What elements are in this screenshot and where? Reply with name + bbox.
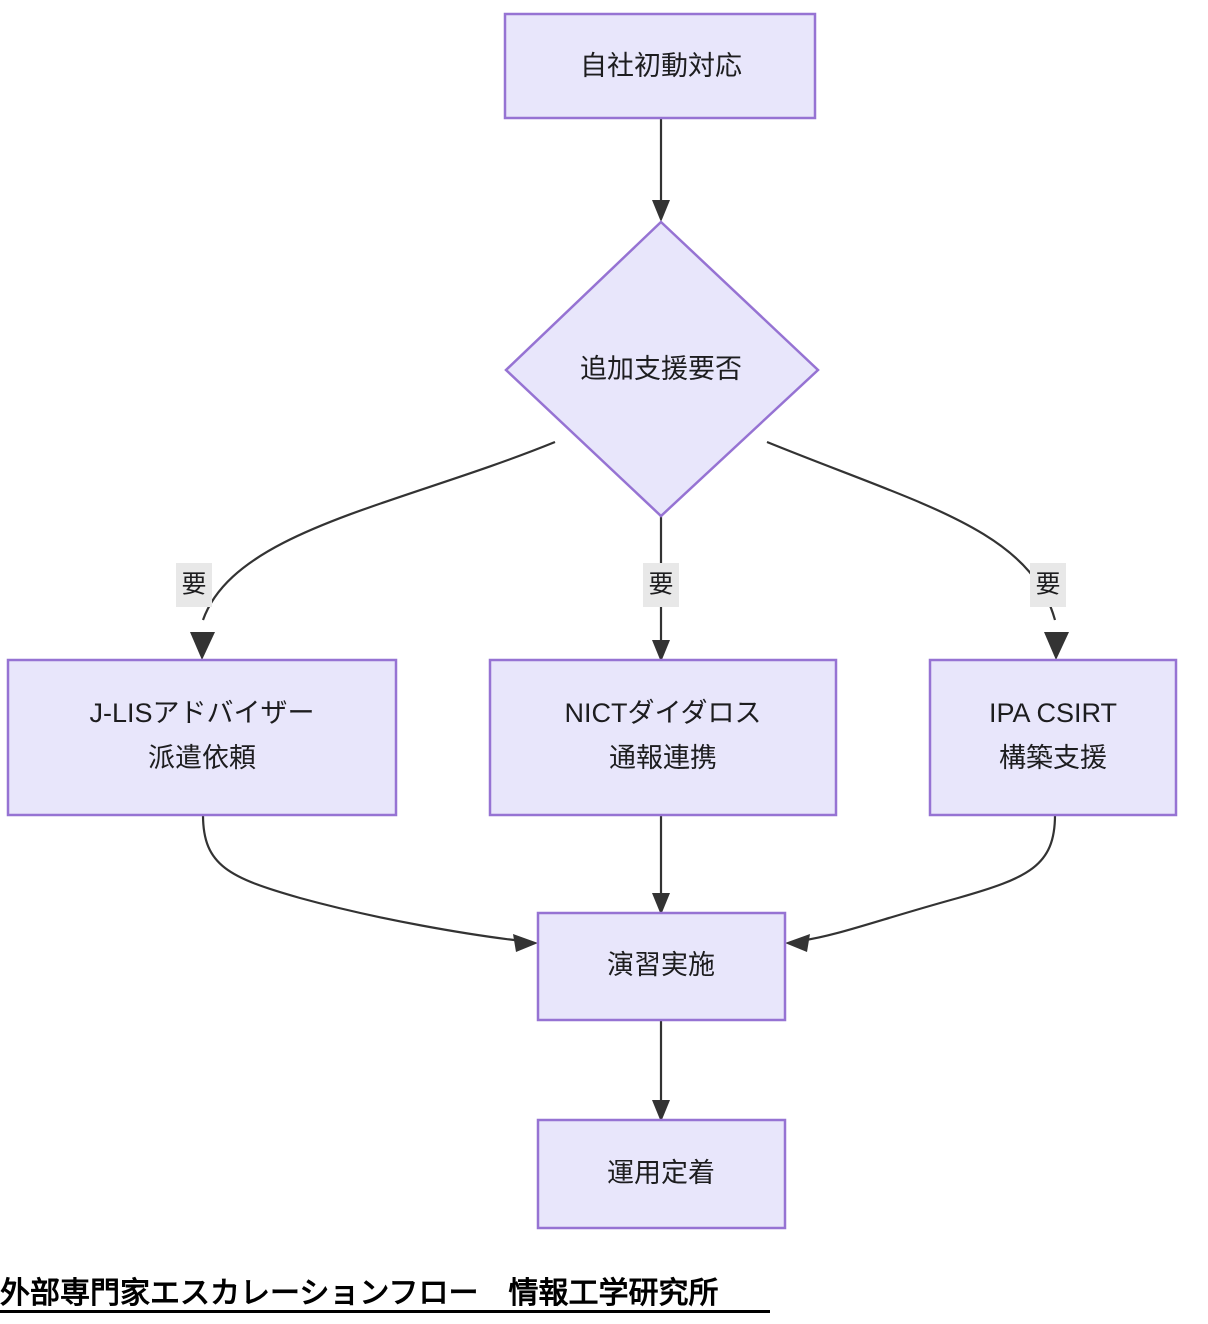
- arrow-head-icon: [190, 632, 215, 660]
- node-label: 追加支援要否: [580, 354, 742, 384]
- node-ipa[interactable]: IPA CSIRT 構築支援: [928, 658, 1178, 817]
- node-operate[interactable]: 運用定着: [536, 1118, 787, 1230]
- node-label-line2: 派遣依頼: [148, 743, 256, 773]
- node-shape-rect: [503, 12, 817, 120]
- edge-label-background: [176, 563, 212, 607]
- edge-label-decision-ipa: 要: [1030, 563, 1066, 607]
- edge-line: [201, 814, 523, 943]
- node-jlis[interactable]: J-LISアドバイザー 派遣依頼: [6, 658, 398, 817]
- arrow-head-icon: [652, 893, 670, 915]
- node-decision[interactable]: 追加支援要否: [504, 220, 820, 518]
- diagram-caption: 外部専門家エスカレーションフロー 情報工学研究所: [0, 1277, 719, 1310]
- edge-label-decision-nict: 要: [643, 563, 679, 607]
- node-label: 自社初動対応: [580, 51, 742, 81]
- edge-label-background: [1030, 563, 1066, 607]
- edge-drill-to-operate: [652, 1020, 670, 1122]
- node-label-line2: 通報連携: [609, 743, 717, 773]
- arrow-head-icon: [652, 1100, 670, 1122]
- edge-line: [766, 440, 1057, 621]
- node-shape-rect: [536, 1118, 787, 1230]
- arrow-head-icon: [652, 640, 670, 662]
- node-label-line1: NICTダイダロス: [565, 698, 762, 728]
- edge-ipa-to-drill: [785, 814, 1057, 952]
- edge-jlis-to-drill: [201, 814, 538, 952]
- edge-label-text: 要: [1035, 571, 1060, 599]
- node-label-line1: J-LISアドバイザー: [89, 698, 314, 728]
- edge-line: [799, 814, 1057, 943]
- node-label: 演習実施: [607, 950, 715, 980]
- node-shape-rect: [6, 658, 398, 817]
- node-nict[interactable]: NICTダイダロス 通報連携: [488, 658, 838, 817]
- node-shape-rect: [928, 658, 1178, 817]
- node-shape-rect: [536, 911, 787, 1022]
- edge-label-text: 要: [648, 571, 673, 599]
- caption-underline: [0, 1310, 770, 1313]
- arrow-head-icon: [785, 934, 810, 952]
- edge-nict-to-drill: [652, 815, 670, 915]
- node-start[interactable]: 自社初動対応: [503, 12, 817, 120]
- node-shape-rect: [488, 658, 838, 817]
- node-drill[interactable]: 演習実施: [536, 911, 787, 1022]
- edge-start-to-decision: [652, 118, 670, 222]
- edge-decision-to-ipa: [766, 440, 1069, 660]
- node-label-line2: 構築支援: [999, 743, 1107, 773]
- edge-label-background: [643, 563, 679, 607]
- edge-label-text: 要: [181, 571, 206, 599]
- edge-label-decision-jlis: 要: [176, 563, 212, 607]
- node-label: 運用定着: [607, 1158, 715, 1188]
- node-label-line1: IPA CSIRT: [989, 698, 1117, 728]
- arrow-head-icon: [652, 200, 670, 222]
- node-shape-diamond: [504, 220, 820, 518]
- arrow-head-icon: [1044, 632, 1069, 660]
- arrow-head-icon: [513, 934, 538, 952]
- edge-line: [201, 440, 556, 621]
- edge-decision-to-jlis: [190, 440, 556, 660]
